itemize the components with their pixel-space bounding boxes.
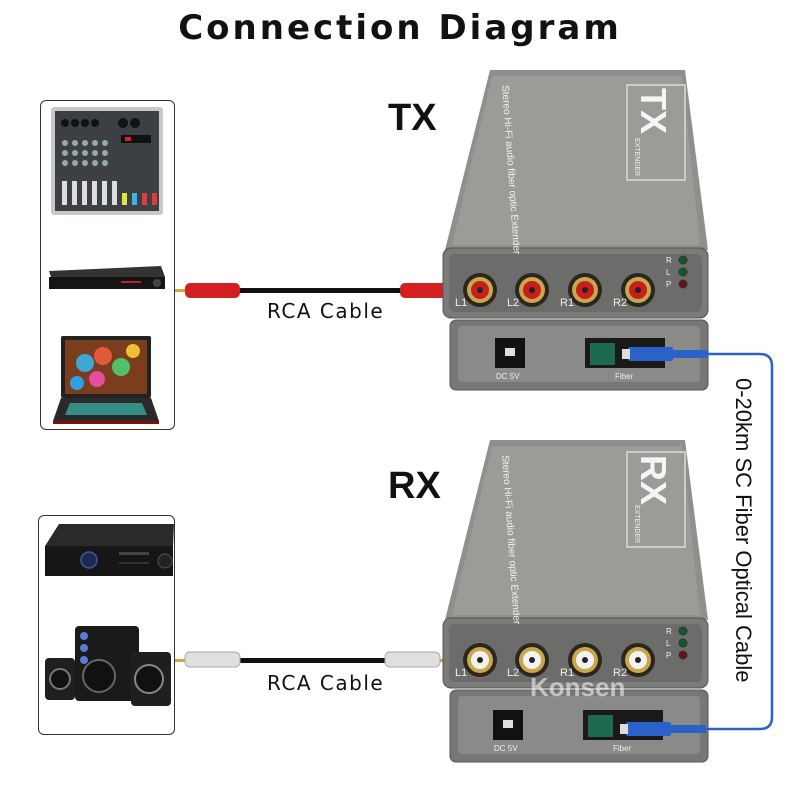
source-devices-panel: [40, 100, 175, 430]
rx-led-labels: R L P: [666, 626, 672, 662]
tx-cable-pin-right: [455, 289, 465, 292]
tx-top-text: Stereo Hi-Fi audio fiber optic Extender: [499, 84, 522, 255]
tx-led-r-label: R: [666, 256, 672, 265]
rx-led-r: [678, 626, 688, 636]
rx-led-l: [678, 638, 688, 648]
sink-device-images: [45, 524, 174, 706]
tx-plug-right: [400, 283, 455, 298]
tx-port-l1: L1: [455, 297, 468, 309]
av-receiver-image: [45, 524, 174, 576]
rx-plug-right: [384, 651, 441, 668]
rx-port-l2: L2: [507, 667, 520, 679]
rx-cable-wire: [190, 658, 400, 663]
rx-cable-pin-left: [175, 659, 185, 662]
tx-port-r2: R2: [613, 297, 628, 309]
tx-port-l2: L2: [507, 297, 520, 309]
tx-cable-pin-left: [175, 289, 185, 292]
sink-devices-panel: [38, 515, 175, 735]
speaker-system-image: [45, 626, 171, 706]
tx-port-labels: L1 L2 R1 R2: [455, 297, 685, 313]
tx-led-l: [678, 267, 688, 277]
dvd-player-image: [49, 266, 165, 289]
source-device-images: [49, 107, 165, 424]
rx-top-text: Stereo Hi-Fi audio fiber optic Extender: [499, 454, 522, 625]
tx-port-r1: R1: [560, 297, 575, 309]
tx-rca-cable: [175, 283, 465, 298]
rx-port-r2: R2: [613, 667, 628, 679]
tx-cable-wire: [190, 288, 400, 293]
tx-led-labels: R L P: [666, 255, 672, 291]
rx-power-label: DC 5V: [494, 744, 518, 753]
rx-led-p-label: P: [666, 651, 672, 660]
watermark: Konsen: [530, 672, 626, 702]
diagram-title: Connection Diagram: [178, 8, 622, 48]
rx-led-r-label: R: [666, 627, 672, 636]
rx-rca-cable-label: RCA Cable: [267, 671, 385, 695]
rx-rca-cable: [175, 651, 460, 668]
tx-box-subtitle: EXTENDER: [633, 138, 640, 177]
rx-led-p: [678, 650, 688, 660]
rx-box-title: RX: [633, 455, 674, 506]
laptop-image: [53, 336, 159, 424]
tx-power-label: DC 5V: [496, 372, 520, 381]
tx-plug-left: [185, 283, 240, 298]
tx-led-p-label: P: [666, 280, 672, 289]
tx-fiber-port-label: Fiber: [615, 372, 634, 381]
rx-led-l-label: L: [666, 639, 671, 648]
tx-led-p: [678, 279, 688, 289]
tx-sc-connector: [628, 347, 673, 361]
audio-mixer-image: [51, 107, 163, 215]
rx-port-r1: R1: [560, 667, 575, 679]
rx-box-subtitle: EXTENDER: [633, 505, 640, 544]
rx-fiber-boot: [671, 725, 706, 733]
tx-led-r: [678, 255, 688, 265]
rx-label: RX: [388, 465, 441, 507]
tx-label: TX: [388, 97, 437, 139]
tx-box-title: TX: [633, 88, 674, 135]
tx-rca-cable-label: RCA Cable: [267, 299, 385, 323]
rx-fiber-port-label: Fiber: [613, 744, 632, 753]
fiber-cable-label: 0-20km SC Fiber Optical Cable: [731, 378, 756, 683]
rx-plug-left: [184, 651, 241, 668]
rx-port-l1: L1: [455, 667, 468, 679]
rx-port-labels: L1 L2 R1 R2: [455, 667, 685, 683]
rx-sc-connector: [626, 722, 671, 736]
tx-fiber-boot: [673, 350, 708, 358]
tx-led-l-label: L: [666, 268, 671, 277]
rx-cable-pin-right: [440, 659, 460, 662]
